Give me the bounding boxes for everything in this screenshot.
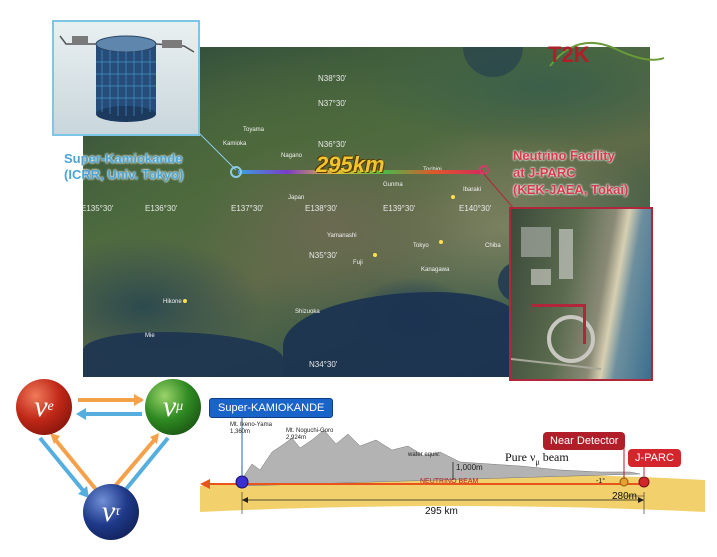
place-label: Chiba: [485, 243, 501, 249]
place-label: Tokyo: [413, 243, 429, 249]
super-k-marker: [230, 166, 242, 178]
facility-label-line2: at J-PARC: [513, 165, 576, 180]
nu-e-symbol: ν: [34, 390, 48, 423]
super-k-detector-inset: [52, 20, 200, 136]
mt-ikeno-name: Mt. Ikeno-Yama: [230, 422, 272, 428]
jparc-aerial-inset: [509, 207, 653, 381]
grid-label-n35: N35°30': [309, 251, 338, 260]
grid-label-e136: E136°30': [145, 204, 178, 213]
depth-label: 1,000m: [456, 463, 483, 472]
super-k-label-line2: (ICRR, Univ. Tokyo): [64, 167, 184, 182]
place-label: Nagano: [281, 153, 303, 159]
t2k-logo: T2K: [548, 41, 665, 67]
super-k-label-line1: Super-Kamiokande: [64, 151, 183, 166]
grid-label-e139: E139°30': [383, 204, 416, 213]
jparc-badge: J-PARC: [628, 449, 681, 467]
beam-profile-diagram: [200, 414, 705, 514]
nu-tau-symbol: ν: [101, 495, 116, 528]
grid-label-n36: N36°30': [318, 140, 347, 149]
angle-label: -1°: [596, 478, 606, 485]
grid-label-e135: E135°30': [83, 204, 114, 213]
grid-label-n38: N38°30': [318, 74, 347, 83]
place-label: Gunma: [383, 182, 403, 188]
neutrino-beam-label: NEUTRINO BEAM: [420, 478, 479, 485]
place-label: Fuji: [353, 260, 363, 266]
beam-path: [238, 170, 483, 174]
near-detector-site: [619, 477, 629, 487]
mt-ikeno-height: 1,360m: [230, 429, 251, 435]
bay-area: [83, 332, 283, 377]
city-marker: [183, 299, 187, 303]
facility-label-line3: (KEK-JAEA, Tokai): [513, 182, 629, 197]
mt-noguchi-height: 2,924m: [286, 435, 307, 441]
place-label: Kamioka: [223, 141, 247, 147]
mountain-profile: [239, 429, 641, 487]
nu-mu-subscript: μ: [176, 399, 184, 414]
grid-label-n37: N37°30': [318, 99, 347, 108]
pure-beam-suffix: beam: [539, 450, 569, 464]
grid-label-e140: E140°30': [459, 204, 492, 213]
place-label: Toyama: [243, 127, 265, 133]
neutrino-facility-label: Neutrino Facility at J-PARC (KEK-JAEA, T…: [513, 147, 628, 198]
pure-beam-subscript: μ: [535, 457, 540, 467]
near-detector-badge: Near Detector: [543, 432, 626, 450]
grid-label-e137: E137°30': [231, 204, 264, 213]
detector-illustration: [59, 35, 195, 122]
jparc-aerial-illustration: [511, 227, 602, 370]
city-marker: [373, 253, 377, 257]
place-label: Kanagawa: [421, 267, 450, 273]
water-equiv-label: water equiv.: [408, 452, 440, 458]
jparc-site: [638, 476, 650, 488]
near-distance-label: 280m: [612, 491, 638, 502]
city-marker: [439, 240, 443, 244]
super-k-site: [235, 475, 249, 489]
super-kamiokande-badge: Super-KAMIOKANDE: [209, 398, 334, 418]
place-label: Yamanashi: [327, 233, 357, 239]
distance-label: 295km: [316, 152, 385, 177]
grid-label-e138: E138°30': [305, 204, 338, 213]
place-label: Mie: [145, 333, 155, 339]
mt-noguchi-name: Mt. Noguchi-Goro: [286, 428, 334, 434]
mt-noguchi-label: Mt. Noguchi-Goro 2,924m: [286, 428, 333, 442]
inset-connector: [483, 173, 516, 211]
t2k-logo-text: T2K: [548, 42, 590, 67]
place-label: Hikone: [163, 299, 182, 305]
city-marker: [451, 195, 455, 199]
inset-connector: [195, 129, 237, 171]
pure-beam-label: Pure νμ beam: [505, 450, 569, 466]
grid-label-n34: N34°30': [309, 360, 338, 369]
place-label: Ibaraki: [463, 187, 482, 193]
beam-arrowhead: [200, 479, 210, 489]
nu-e-subscript: e: [47, 399, 54, 414]
nu-mu-symbol: ν: [162, 390, 177, 423]
pure-beam-text: Pure ν: [505, 450, 536, 464]
facility-label-line1: Neutrino Facility: [513, 148, 615, 163]
mt-ikeno-label: Mt. Ikeno-Yama 1,360m: [230, 422, 272, 436]
place-label: Shizuoka: [295, 309, 320, 315]
total-distance-label: 295 km: [425, 506, 458, 517]
nu-tau-subscript: τ: [115, 504, 121, 519]
super-k-label: Super-Kamiokande (ICRR, Univ. Tokyo): [64, 151, 183, 183]
place-label: Japan: [288, 195, 305, 201]
